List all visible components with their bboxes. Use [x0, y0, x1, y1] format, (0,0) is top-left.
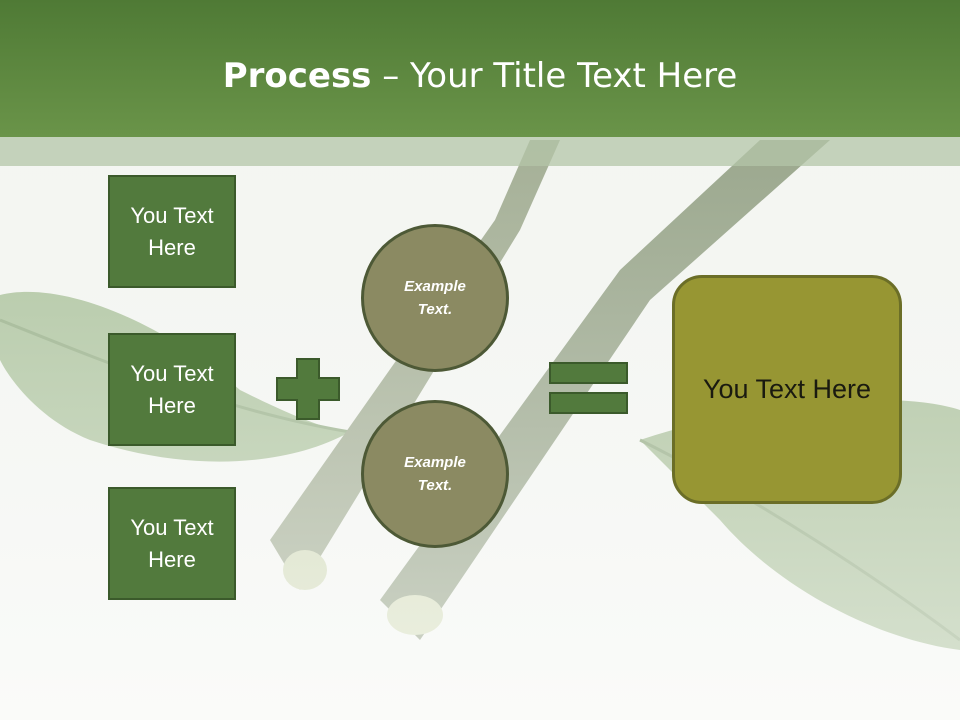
input-box-1-label: You Text Here [130, 202, 214, 260]
input-box-3[interactable]: You Text Here [108, 487, 236, 600]
result-box-label: You Text Here [702, 374, 872, 404]
example-circle-2[interactable]: Example Text. [361, 400, 509, 548]
title-bar [0, 0, 960, 137]
example-circle-2-label: Example Text. [404, 454, 466, 494]
input-box-1[interactable]: You Text Here [108, 175, 236, 288]
example-circle-1-label: Example Text. [404, 278, 466, 318]
plus-icon [276, 358, 340, 420]
slide-title[interactable]: Process – Your Title Text Here [0, 54, 960, 98]
example-circle-1[interactable]: Example Text. [361, 224, 509, 372]
equals-icon [549, 362, 628, 414]
input-box-3-label: You Text Here [130, 514, 214, 572]
title-bar-accent-strip [0, 137, 960, 166]
slide-title-bold: Process [222, 56, 372, 96]
input-box-2-label: You Text Here [130, 360, 214, 418]
slide-title-rest: – Your Title Text Here [371, 56, 738, 96]
input-box-2[interactable]: You Text Here [108, 333, 236, 446]
result-box[interactable]: You Text Here [672, 275, 902, 504]
